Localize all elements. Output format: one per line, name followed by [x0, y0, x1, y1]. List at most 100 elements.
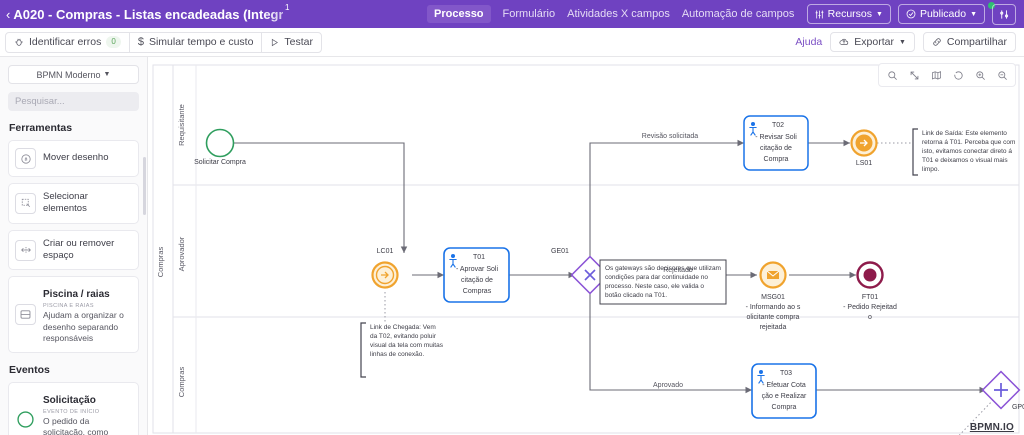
task-t03-line2: ção e Realizar	[762, 393, 807, 400]
bpmn-diagram[interactable]: Compras Requisitante Aprovador Compras	[148, 57, 1024, 435]
space-tool-icon	[15, 239, 36, 261]
chevron-down-icon: ▼	[103, 71, 111, 78]
gear-sliders-icon	[999, 9, 1008, 19]
help-link[interactable]: Ajuda	[795, 36, 823, 48]
task-t02-line1: - Revisar Soli	[755, 134, 797, 141]
notation-select-value: BPMN Moderno	[36, 69, 101, 80]
zoom-in-icon[interactable]	[970, 65, 990, 85]
lane-label-aprovador: Aprovador	[177, 236, 186, 271]
task-t01-line1: - Aprovar Soli	[456, 266, 498, 273]
flow-ge01-to-t02[interactable]	[589, 139, 744, 275]
bpmn-io-watermark: BPMN.IO	[969, 422, 1014, 433]
pool-desc: Ajudam a organizar o desenho separando r…	[43, 310, 124, 344]
simulate-button[interactable]: $ Simular tempo e custo	[130, 32, 263, 52]
node-ls01-link-throw[interactable]: LS01	[850, 129, 878, 168]
test-button[interactable]: Testar	[262, 33, 321, 52]
tool-select-elements[interactable]: Selecionar elementos	[8, 183, 139, 224]
msg01-l2: olicitante compra	[747, 314, 800, 321]
annot-saida-l1: Link de Saída: Este elemento	[922, 130, 1007, 137]
palette-item-start-event[interactable]: Solicitação EVENTO DE INÍCIO O pedido da…	[8, 381, 139, 435]
tool-select-elements-label: Selecionar elementos	[43, 191, 88, 215]
resources-button[interactable]: Recursos ▼	[806, 4, 891, 24]
check-circle-icon	[906, 9, 916, 19]
play-icon	[272, 38, 279, 46]
task-t03-id: T03	[780, 370, 792, 377]
palette-item-pool-lanes[interactable]: Piscina / raias PISCINA E RAIAS Ajudam a…	[8, 276, 139, 353]
user-task-icon	[749, 122, 757, 136]
start-event-title: Solicitação	[43, 394, 96, 406]
annotation-link-saida[interactable]: Link de Saída: Este elemento retorna á T…	[912, 128, 1015, 176]
start-event-desc: O pedido da solicitação, como "Solicitar…	[43, 415, 109, 435]
node-start-event[interactable]: Solicitar Compra	[194, 128, 246, 167]
pool-container[interactable]: Compras Requisitante Aprovador Compras	[152, 64, 1020, 434]
tab-formulario[interactable]: Formulário	[502, 8, 556, 20]
ft01-l2: o	[868, 314, 872, 321]
canvas-toolbar	[878, 63, 1016, 87]
fit-viewport-icon[interactable]	[904, 65, 924, 85]
annot-chegada-l2: da T02, evitando poluir	[370, 333, 437, 340]
msg01-l3: rejeitada	[760, 324, 787, 331]
annot-chegada-l1: Link de Chegada: Vem	[370, 324, 436, 331]
hand-move-icon	[15, 148, 36, 169]
simulate-label: Simular tempo e custo	[148, 36, 254, 48]
secondary-toolbar: Identificar erros 0 $ Simular tempo e cu…	[0, 28, 1024, 57]
flow-label-rejeitado: Rejeitado	[663, 267, 693, 274]
user-task-icon	[449, 254, 457, 268]
palette-item-pool-text: Piscina / raias PISCINA E RAIAS Ajudam a…	[43, 284, 132, 344]
tool-move-canvas-label: Mover desenho	[43, 152, 109, 164]
node-lc01-link-catch[interactable]: LC01	[371, 248, 399, 289]
top-bar-actions: Recursos ▼ Publicado ▼	[806, 0, 1016, 28]
identify-errors-button[interactable]: Identificar erros 0	[6, 32, 130, 52]
node-task-t01[interactable]: T01 - Aprovar Soli citação de Compras	[443, 247, 510, 303]
back-chevron-icon[interactable]: ‹	[6, 6, 11, 22]
lc01-label: LC01	[377, 248, 394, 255]
resources-label: Recursos	[827, 8, 872, 20]
dollar-icon: $	[137, 36, 144, 48]
search-placeholder: Pesquisar...	[15, 96, 65, 107]
node-gateway-gp0[interactable]: GP0	[981, 370, 1024, 411]
flow-label-aprovado: Aprovado	[653, 382, 683, 389]
zoom-out-icon[interactable]	[992, 65, 1012, 85]
node-task-t02[interactable]: T02 - Revisar Soli citação de Compra	[743, 115, 809, 171]
sequence-flows	[234, 139, 986, 394]
notation-select[interactable]: BPMN Moderno ▼	[8, 65, 139, 84]
msg01-l1: - Informando ao s	[746, 304, 801, 311]
node-ft01-end-event[interactable]: FT01 - Pedido Rejeitad o	[843, 261, 897, 322]
task-t03-line1: - Efetuar Cota	[762, 382, 806, 389]
tab-automacao-de-campos[interactable]: Automação de campos	[681, 8, 795, 20]
annot-chegada-l4: linhas de conexão.	[370, 351, 424, 358]
search-icon[interactable]	[882, 65, 902, 85]
share-button[interactable]: Compartilhar	[922, 32, 1016, 52]
link-icon	[933, 38, 941, 46]
palette-item-start-text: Solicitação EVENTO DE INÍCIO O pedido da…	[43, 390, 132, 435]
node-msg01-message-event[interactable]: MSG01 - Informando ao s olicitante compr…	[746, 261, 801, 332]
task-t01-line2: citação de	[461, 277, 493, 284]
annot-gw-l4: botão clicado na T01.	[605, 292, 667, 299]
reset-zoom-icon[interactable]	[948, 65, 968, 85]
chevron-down-icon: ▼	[898, 38, 906, 46]
tab-atividades-x-campos[interactable]: Atividades X campos	[567, 8, 670, 20]
tool-move-canvas[interactable]: Mover desenho	[8, 140, 139, 177]
start-event-label: Solicitar Compra	[194, 159, 246, 166]
search-input[interactable]: Pesquisar...	[8, 92, 139, 111]
published-button[interactable]: Publicado ▼	[897, 4, 985, 24]
node-task-t03[interactable]: T03 - Efetuar Cota ção e Realizar Compra	[751, 363, 817, 419]
export-button[interactable]: Exportar ▼	[830, 32, 915, 52]
tool-space[interactable]: Criar ou remover espaço	[8, 229, 139, 271]
tool-space-label: Criar ou remover espaço	[43, 237, 115, 262]
pool-label: Compras	[156, 247, 165, 278]
node-gateway-ge01[interactable]: GE01	[551, 248, 610, 295]
diagram-canvas[interactable]: Compras Requisitante Aprovador Compras	[148, 57, 1024, 435]
annotation-link-chegada[interactable]: Link de Chegada: Vem da T02, evitando po…	[360, 322, 444, 378]
msg01-id: MSG01	[761, 294, 785, 301]
tab-processo[interactable]: Processo	[427, 5, 491, 23]
flow-ge01-to-t03[interactable]	[589, 289, 752, 394]
annot-saida-l2: retorna á T01. Perceba que com	[922, 139, 1015, 146]
annotation-gateways[interactable]: Os gateways são decisores que utilizam c…	[599, 259, 727, 305]
annot-gw-l3: processo. Neste caso, ele valida o	[605, 283, 704, 290]
flow-start-to-t01[interactable]	[234, 142, 408, 253]
minimap-icon[interactable]	[926, 65, 946, 85]
sidebar-scrollbar[interactable]	[143, 157, 146, 215]
settings-button[interactable]	[992, 3, 1016, 25]
sliders-icon	[815, 10, 824, 18]
